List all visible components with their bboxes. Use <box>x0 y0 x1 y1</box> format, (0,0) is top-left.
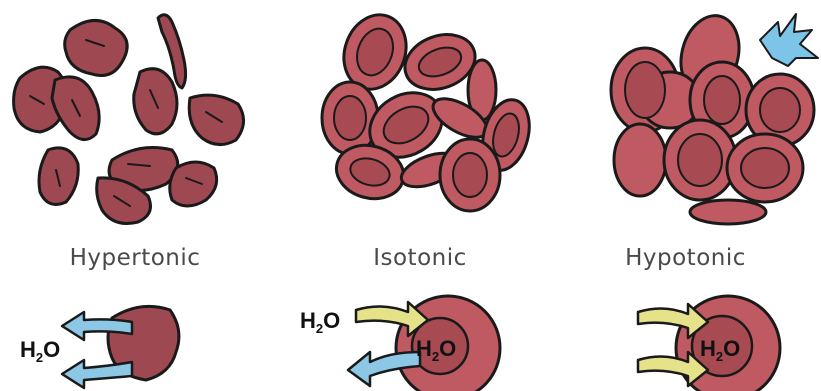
water-label: H2O <box>300 308 340 336</box>
normal-cells-illustration: H2O H2O <box>300 13 531 391</box>
hypertonic-caption: Hypertonic <box>69 245 201 271</box>
shrunken-cell <box>168 160 219 208</box>
shrunken-cell <box>187 93 245 146</box>
water-outflow-arrow <box>346 350 422 388</box>
water-label: H2O <box>416 336 456 364</box>
water-inflow-arrow <box>354 300 430 338</box>
shrunken-cell <box>95 176 152 225</box>
hypotonic-panel: H2O Hypotonic <box>550 0 821 391</box>
burst-splash <box>759 13 819 67</box>
isotonic-caption: Isotonic <box>373 245 467 271</box>
isotonic-osmosis-diagram: H2O H2O <box>300 294 502 391</box>
hypertonic-panel: H2O Hypertonic <box>0 0 270 391</box>
cell-inner <box>690 314 754 378</box>
shrunken-cell <box>156 13 188 90</box>
shrunken-cell <box>63 19 129 77</box>
hypertonic-osmosis-diagram: H2O <box>20 304 181 390</box>
isotonic-panel: H2O H2O Isotonic <box>270 0 550 391</box>
swollen-cell <box>612 122 668 198</box>
shrunken-cell <box>37 146 80 206</box>
water-inflow-arrow <box>636 350 710 388</box>
shrunken-cells-illustration: H2O <box>12 13 245 390</box>
water-outflow-arrow <box>60 310 134 342</box>
cell-inner <box>410 316 470 376</box>
hypotonic-caption: Hypotonic <box>625 245 746 271</box>
water-label: H2O <box>700 336 740 364</box>
hypotonic-osmosis-diagram: H2O <box>636 294 782 391</box>
water-inflow-arrow <box>636 302 710 340</box>
water-label: H2O <box>20 337 60 365</box>
swollen-cell <box>688 198 768 226</box>
swollen-cells-illustration: H2O <box>609 13 819 391</box>
water-outflow-arrow <box>60 358 134 390</box>
